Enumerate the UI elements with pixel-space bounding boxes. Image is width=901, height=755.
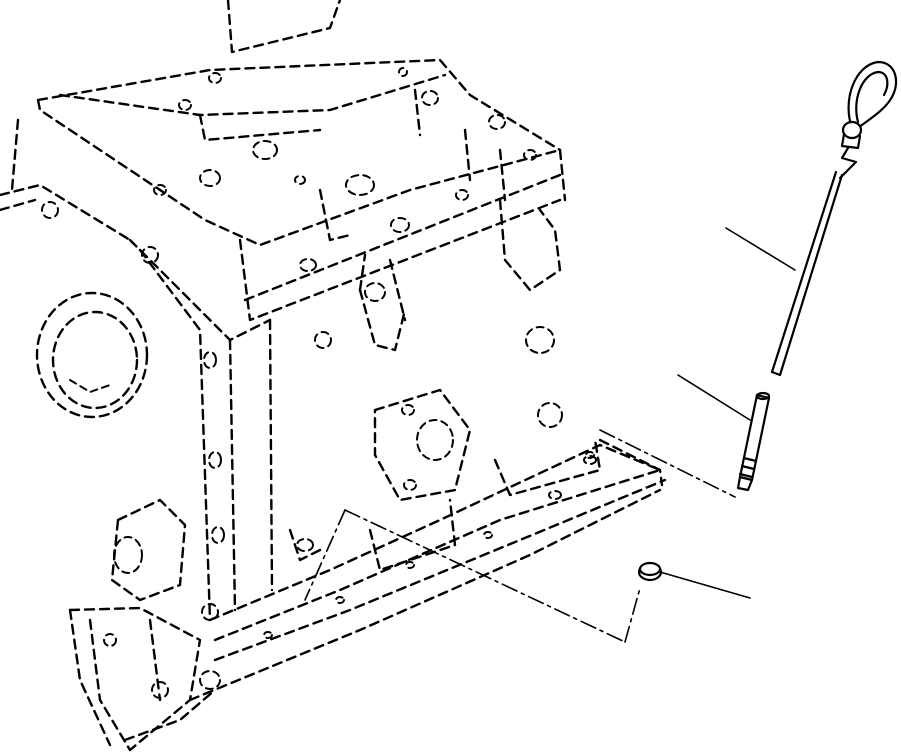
lower-oval-boss bbox=[110, 498, 187, 602]
front-cover-circle bbox=[35, 291, 149, 419]
dipstick-rod bbox=[770, 170, 838, 374]
leader-seal-ring bbox=[659, 571, 751, 599]
dipstick-collar bbox=[841, 120, 863, 140]
dipstick-ring-handle bbox=[847, 60, 898, 130]
engine-block-outline bbox=[0, 0, 667, 752]
leader-dipstick bbox=[725, 227, 796, 271]
callout-leaders bbox=[659, 227, 796, 599]
bolt-holes bbox=[41, 67, 597, 699]
dipstick-guide-tube bbox=[736, 391, 771, 492]
seal-ring bbox=[637, 561, 663, 582]
installation-lines bbox=[304, 429, 736, 643]
dipstick bbox=[770, 60, 898, 377]
leader-guide-tube bbox=[677, 374, 751, 421]
